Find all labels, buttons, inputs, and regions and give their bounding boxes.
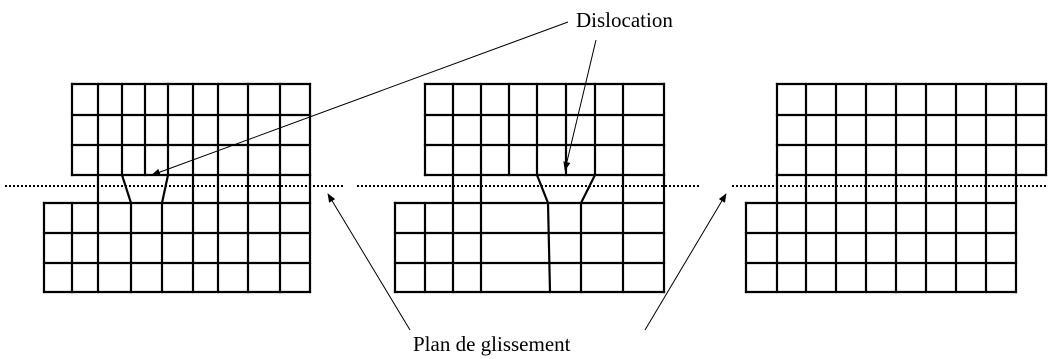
dislocation-arrow-1 [151, 21, 569, 176]
dislocation-label: Dislocation [576, 8, 673, 32]
dislocation-arrow-2 [563, 39, 597, 171]
slip-plane-arrow-1 [327, 193, 411, 331]
slip-plane-label: Plan de glissement [413, 332, 571, 356]
lattice-panel-2 [393, 82, 666, 294]
lattice-panel-3 [744, 82, 1048, 294]
slip-plane-arrow-2 [644, 193, 727, 331]
lattice-panel-1 [42, 82, 312, 294]
